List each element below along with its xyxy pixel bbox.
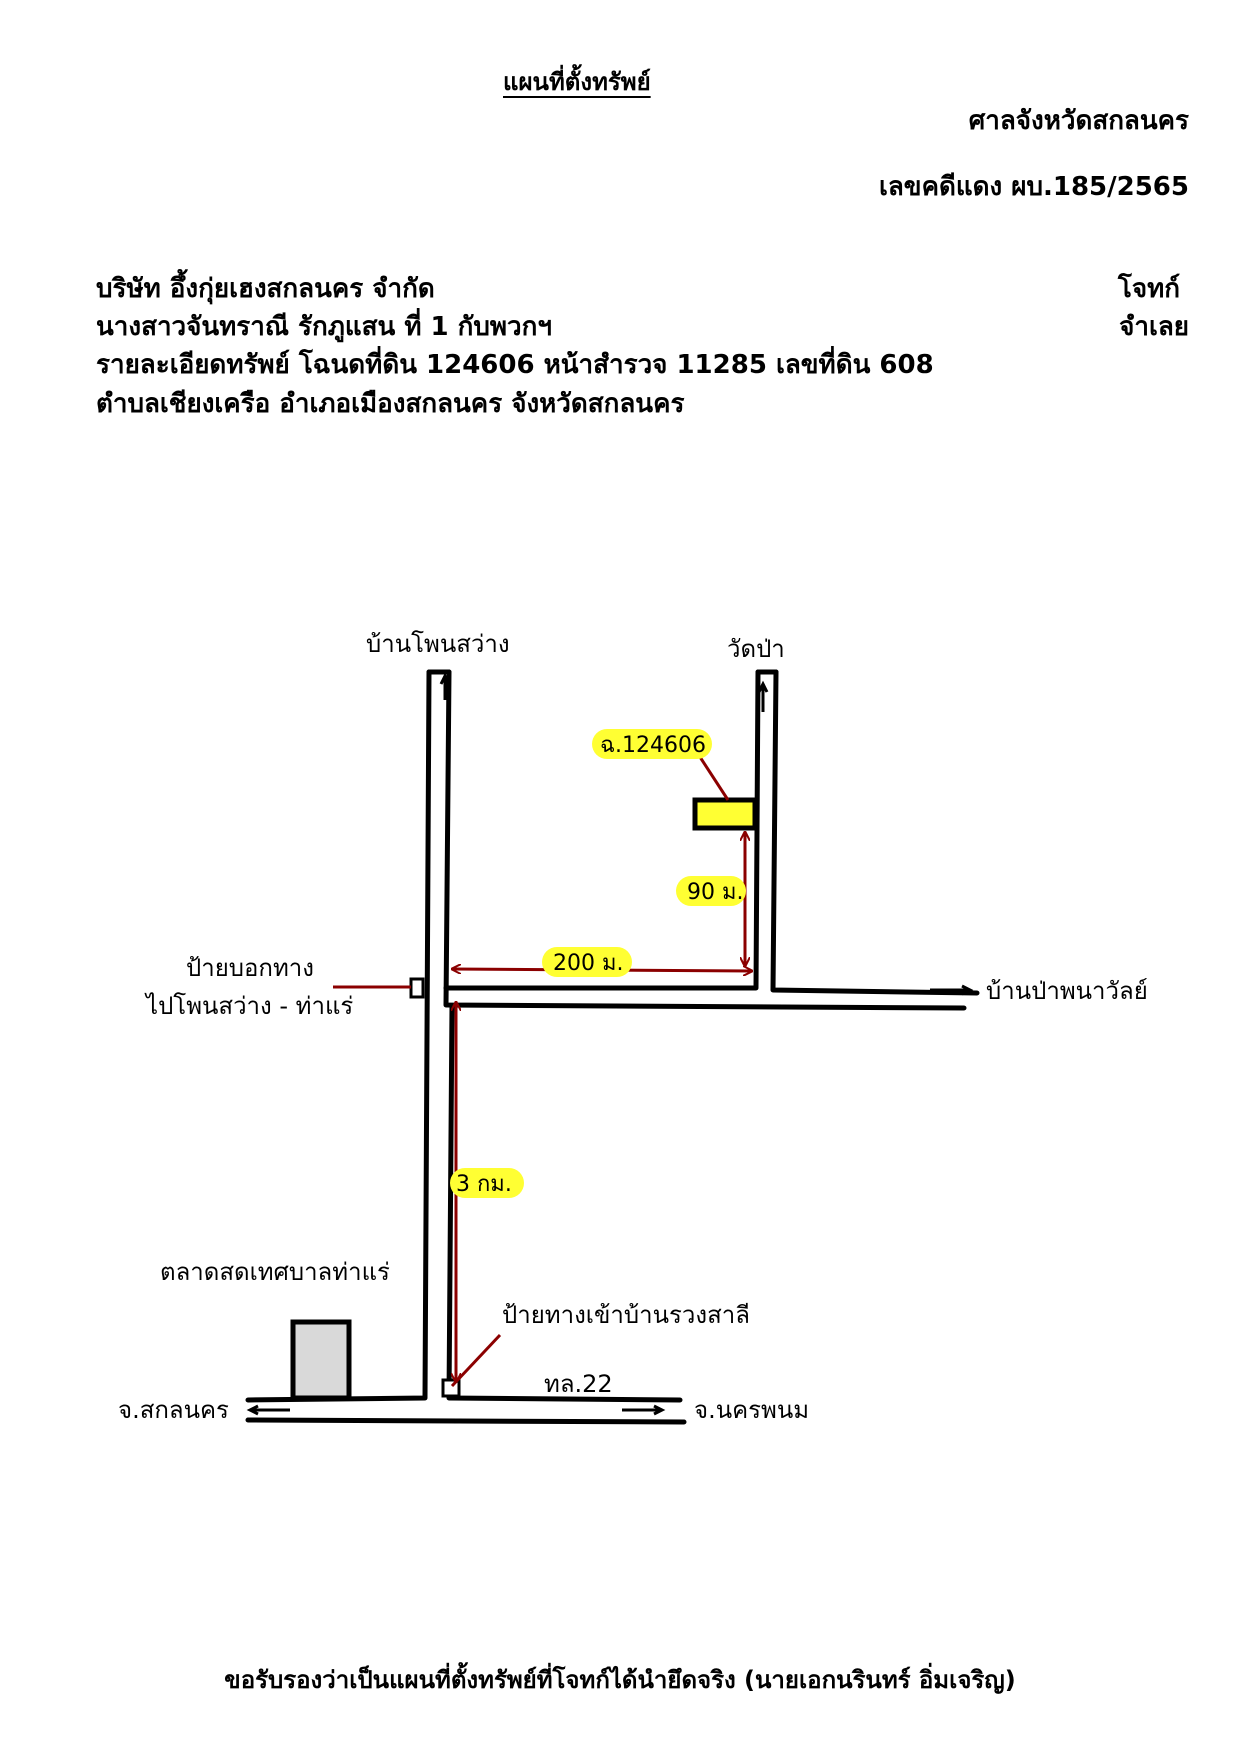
village-sign-label: ป้ายทางเข้าบ้านรวงสาลี — [502, 1301, 750, 1329]
map-title: แผนที่ตั้งทรัพย์ — [503, 68, 651, 96]
road-temple-right-edge — [770, 669, 980, 996]
distance-3km-highlight — [450, 1168, 524, 1198]
deed-leader-line — [698, 756, 730, 801]
east-road-arrow — [930, 984, 974, 996]
signpost-marker — [409, 977, 425, 999]
property-detail-line2: ตำบลเชียงเครือ อำเภอเมืองสกลนคร จังหวัดส… — [96, 389, 685, 419]
distance-200m-highlight — [542, 947, 632, 977]
road-junction-lower — [443, 669, 761, 991]
road-direction-arrows — [246, 672, 974, 1416]
property-plot — [692, 797, 758, 831]
north-road-arrow — [439, 672, 451, 700]
temple-road-arrow — [757, 680, 769, 712]
court-name: ศาลจังหวัดสกลนคร — [968, 106, 1189, 136]
property-detail-line1: รายละเอียดทรัพย์ โฉนดที่ดิน 124606 หน้าส… — [96, 350, 934, 380]
highway-label: ทล.22 — [544, 1370, 613, 1398]
east-highway-arrow — [622, 1404, 666, 1416]
place-east: บ้านป่าพนาวัลย์ — [986, 977, 1148, 1005]
highway-22-bottom-edge — [245, 1417, 687, 1425]
east-destination: จ.นครพนม — [694, 1396, 809, 1424]
place-temple: วัดป่า — [727, 635, 785, 663]
market-label: ตลาดสดเทศบาลท่าแร่ — [160, 1258, 390, 1286]
road-north-right-edge — [443, 669, 967, 1011]
certification-statement: ขอรับรองว่าเป็นแผนที่ตั้งทรัพย์ที่โจทก์ไ… — [224, 1666, 1016, 1694]
defendant-name: นางสาวจันทราณี รักภูแสน ที่ 1 กับพวกฯ — [96, 312, 552, 342]
plaintiff-role: โจทก์ — [1117, 274, 1180, 304]
sign-label-line2: ไปโพนสว่าง - ท่าแร่ — [144, 992, 353, 1020]
west-destination: จ.สกลนคร — [118, 1396, 229, 1424]
case-number: เลขคดีแดง ผบ.185/2565 — [878, 172, 1189, 202]
market-building — [290, 1319, 352, 1401]
sign-label-line1: ป้ายบอกทาง — [186, 954, 314, 982]
distance-to-plot: 90 ม. — [687, 880, 743, 905]
distance-90m-highlight — [676, 876, 746, 906]
measure-arrows — [452, 832, 752, 1382]
defendant-role: จำเลย — [1119, 312, 1189, 342]
west-highway-arrow — [246, 1404, 290, 1416]
deed-label: ฉ.124606 — [600, 733, 706, 758]
deed-label-highlight — [592, 729, 712, 759]
village-sign-leader-line — [450, 1333, 502, 1388]
road-network — [245, 669, 980, 1425]
distance-east: 200 ม. — [553, 951, 623, 976]
plaintiff-name: บริษัท อึ้งกุ่ยเฮงสกลนคร จำกัด — [96, 274, 435, 304]
road-north-left-edge — [245, 669, 432, 1403]
road-south-segment — [446, 1003, 683, 1403]
place-north-road: บ้านโพนสว่าง — [366, 630, 510, 658]
distance-south: 3 กม. — [456, 1172, 512, 1197]
